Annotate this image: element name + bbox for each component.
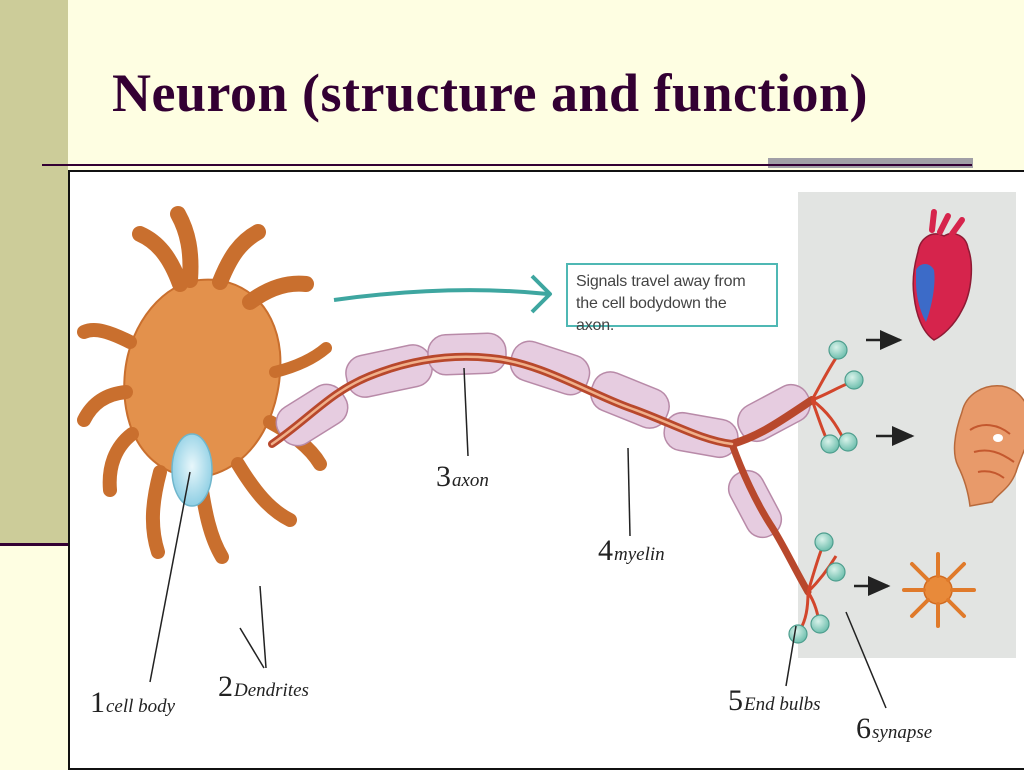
neuron-illustration: [77, 192, 1024, 709]
label-synapse: 6synapse: [856, 712, 933, 745]
neuron-cell-icon: [902, 552, 976, 628]
end-bulb: [844, 370, 864, 390]
label-cell-body: 1cell body: [90, 686, 176, 719]
label-dendrites: 2Dendrites: [218, 670, 309, 703]
slide-side-band: [0, 0, 68, 545]
label-pointers: [149, 367, 887, 709]
title-accent-bar: [768, 158, 973, 168]
end-bulb: [826, 562, 846, 582]
lower-terminal: [788, 532, 846, 644]
nucleus: [171, 433, 213, 507]
slide-title: Neuron (structure and function): [112, 63, 869, 123]
head-muscles-icon: [953, 385, 1024, 507]
label-myelin: 4myelin: [598, 534, 665, 567]
end-bulb: [810, 614, 830, 634]
end-bulb: [814, 532, 834, 552]
slide-side-line: [0, 543, 70, 546]
heart-icon: [912, 209, 973, 341]
signal-direction-arrow: [333, 274, 552, 314]
end-bulb: [788, 624, 808, 644]
target-arrows: [854, 330, 915, 596]
upper-terminal: [810, 340, 864, 454]
label-end-bulbs: 5End bulbs: [728, 684, 821, 717]
label-axon: 3axon: [436, 460, 489, 493]
myelin-sheath: [275, 332, 811, 539]
end-bulb: [828, 340, 848, 360]
title-rule: [42, 164, 972, 166]
cell-body-shape: [77, 206, 332, 564]
signal-callout: Signals travel away from the cell bodydo…: [566, 263, 778, 334]
end-bulb: [838, 432, 858, 452]
neuron-diagram: Signals travel away from the cell bodydo…: [68, 170, 1024, 770]
end-bulb: [820, 434, 840, 454]
axon-fiber: [268, 352, 816, 596]
